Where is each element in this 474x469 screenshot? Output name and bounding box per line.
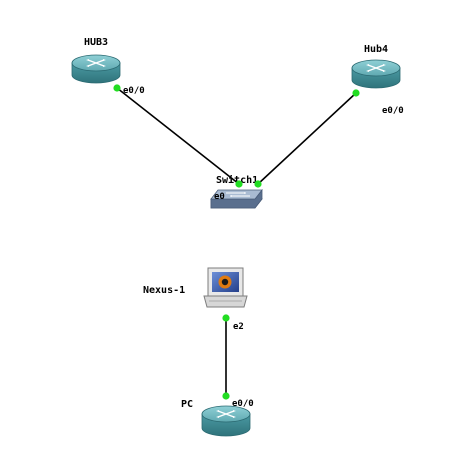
device-label-pc: PC bbox=[181, 399, 193, 410]
device-label-switch1: Switch1 bbox=[216, 174, 258, 186]
device-pc[interactable]: PC bbox=[181, 399, 251, 437]
port-dots bbox=[113, 84, 360, 400]
device-switch1[interactable]: Switch1 bbox=[210, 174, 263, 209]
port-label-hub4: e0/0 bbox=[382, 106, 404, 116]
port-label-hub3: e0/0 bbox=[123, 86, 145, 96]
port-labels: e0/0 e0/0 e0 e2 e0/0 bbox=[123, 86, 404, 409]
router-icon bbox=[71, 54, 121, 84]
link-hub4-switch1[interactable] bbox=[257, 92, 357, 185]
port-dot[interactable] bbox=[352, 89, 360, 97]
device-label-hub4: Hub4 bbox=[364, 44, 388, 55]
device-label-nexus1: Nexus-1 bbox=[143, 285, 185, 296]
port-dot[interactable] bbox=[235, 180, 243, 188]
port-label-switch1: e0 bbox=[214, 192, 225, 202]
router-icon bbox=[351, 59, 401, 89]
device-hub4[interactable]: Hub4 bbox=[351, 44, 401, 89]
port-dot[interactable] bbox=[113, 84, 121, 92]
device-hub3[interactable]: HUB3 bbox=[71, 37, 121, 84]
router-icon bbox=[201, 405, 251, 437]
port-label-nexus1: e2 bbox=[233, 322, 244, 332]
device-nexus1[interactable]: Nexus-1 bbox=[143, 267, 248, 308]
links-layer bbox=[116, 87, 357, 398]
switch-icon bbox=[210, 188, 263, 209]
port-dot[interactable] bbox=[222, 314, 230, 322]
workstation-icon bbox=[203, 267, 248, 308]
device-label-hub3: HUB3 bbox=[84, 37, 108, 48]
port-dot[interactable] bbox=[222, 392, 230, 400]
port-label-pc: e0/0 bbox=[232, 399, 254, 409]
port-dot[interactable] bbox=[254, 180, 262, 188]
link-hub3-switch1[interactable] bbox=[116, 87, 240, 185]
